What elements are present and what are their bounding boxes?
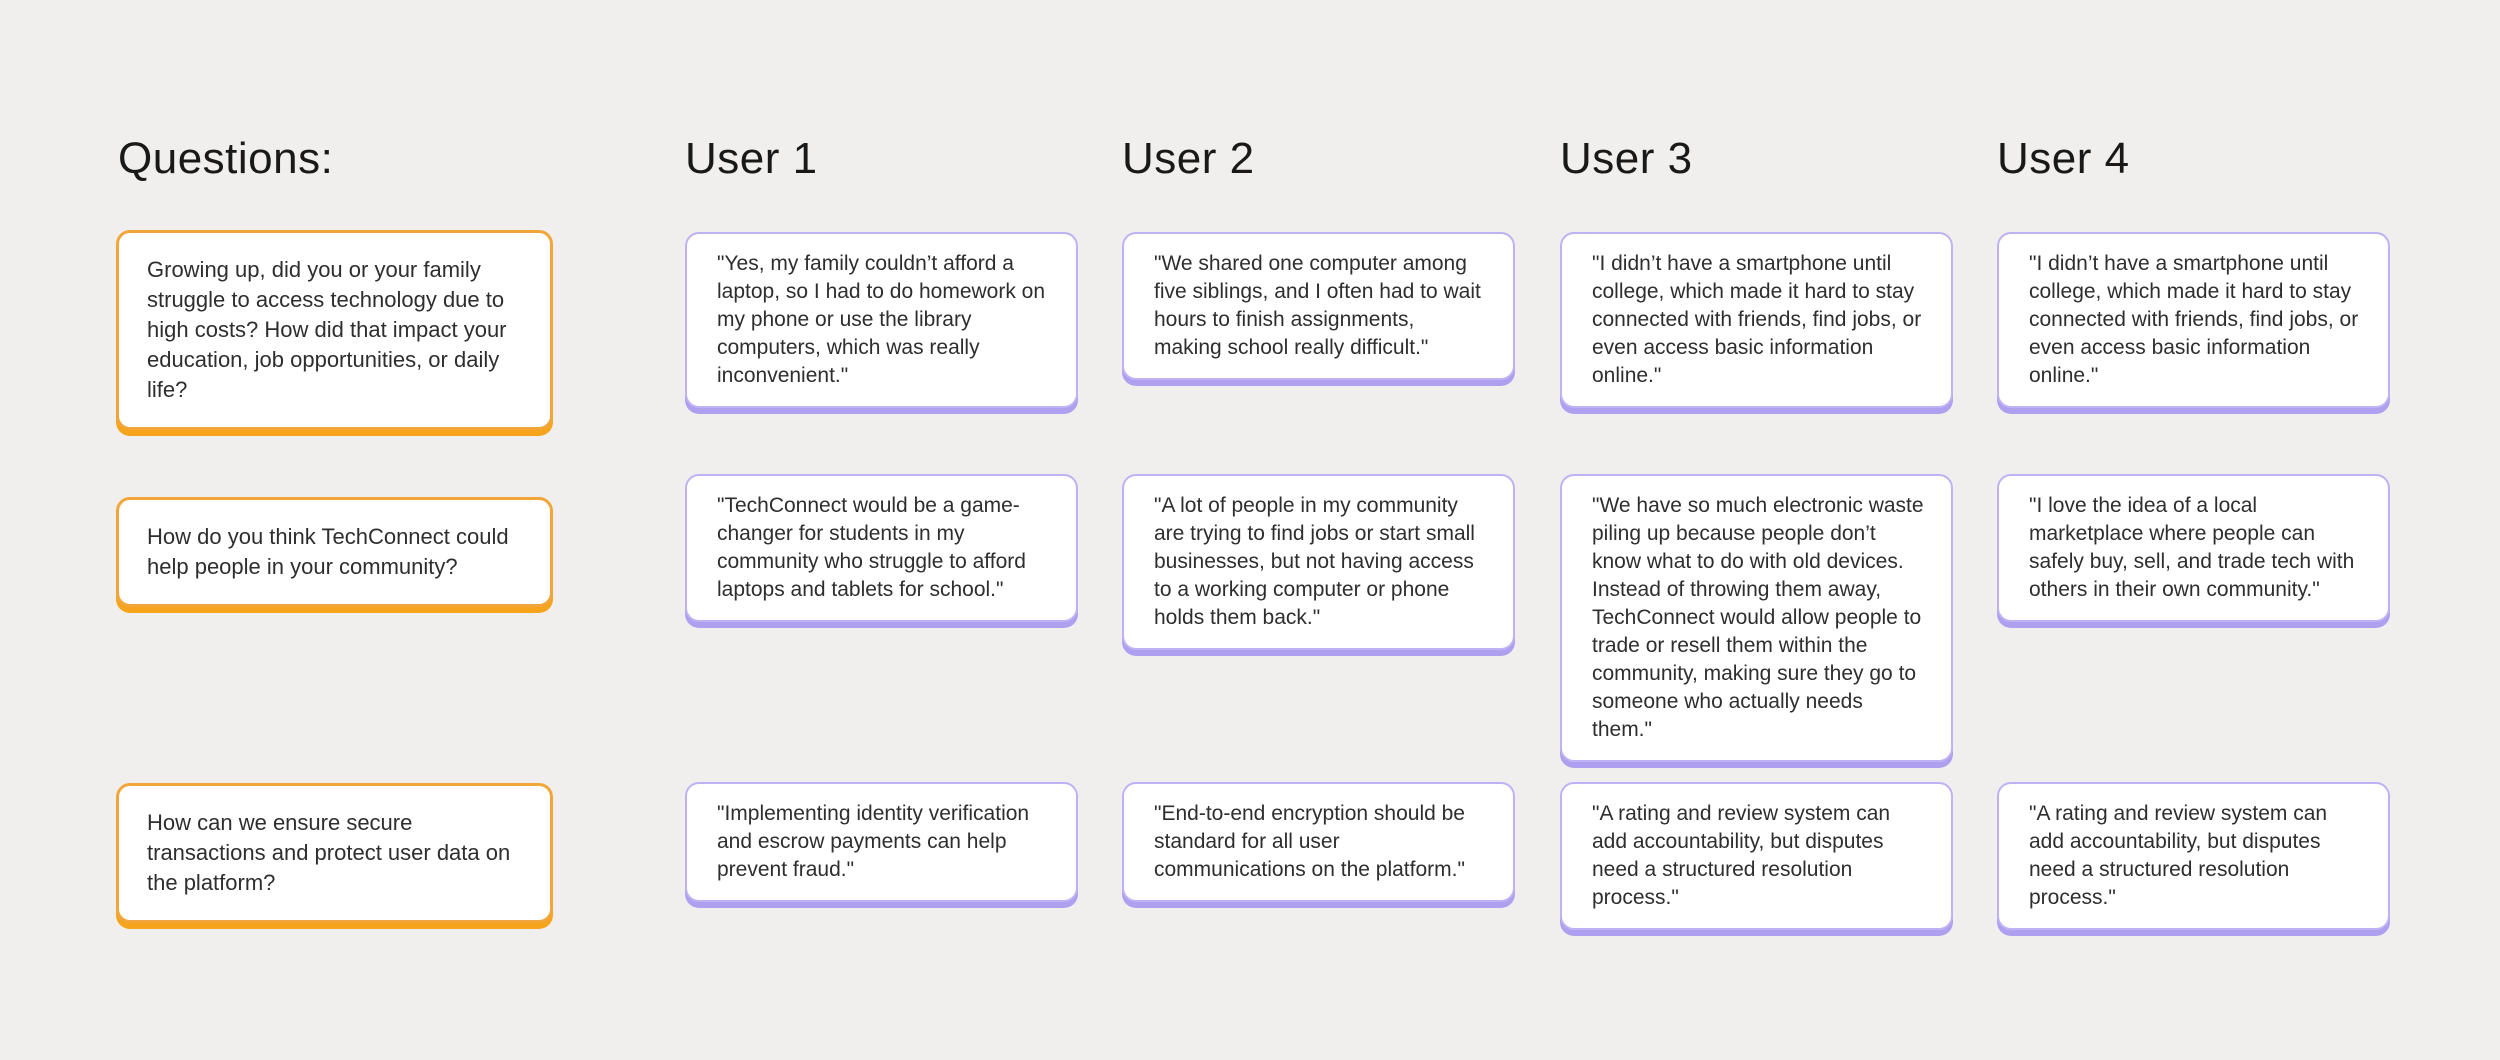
answer-card-user3-q2[interactable]: "We have so much electronic waste piling… xyxy=(1560,474,1953,762)
answer-card-user1-q3[interactable]: "Implementing identity verification and … xyxy=(685,782,1078,902)
answer-card-user2-q1[interactable]: "We shared one computer among five sibli… xyxy=(1122,232,1515,380)
answer-card-user4-q2[interactable]: "I love the idea of a local marketplace … xyxy=(1997,474,2390,622)
answer-card-user4-q1[interactable]: "I didn’t have a smartphone until colleg… xyxy=(1997,232,2390,408)
user-4-column-title: User 4 xyxy=(1997,134,2130,183)
question-card-3[interactable]: How can we ensure secure transactions an… xyxy=(116,783,553,923)
user-1-column-title: User 1 xyxy=(685,134,818,183)
questions-column-title: Questions: xyxy=(118,134,334,183)
user-3-column-title: User 3 xyxy=(1560,134,1693,183)
answer-card-user2-q3[interactable]: "End-to-end encryption should be standar… xyxy=(1122,782,1515,902)
answer-card-user4-q3[interactable]: "A rating and review system can add acco… xyxy=(1997,782,2390,930)
answer-card-user2-q2[interactable]: "A lot of people in my community are try… xyxy=(1122,474,1515,650)
answer-card-user1-q2[interactable]: "TechConnect would be a game-changer for… xyxy=(685,474,1078,622)
question-card-1[interactable]: Growing up, did you or your family strug… xyxy=(116,230,553,430)
user-2-column-title: User 2 xyxy=(1122,134,1255,183)
question-card-2[interactable]: How do you think TechConnect could help … xyxy=(116,497,553,607)
answer-card-user3-q1[interactable]: "I didn’t have a smartphone until colleg… xyxy=(1560,232,1953,408)
answer-card-user3-q3[interactable]: "A rating and review system can add acco… xyxy=(1560,782,1953,930)
answer-card-user1-q1[interactable]: "Yes, my family couldn’t afford a laptop… xyxy=(685,232,1078,408)
